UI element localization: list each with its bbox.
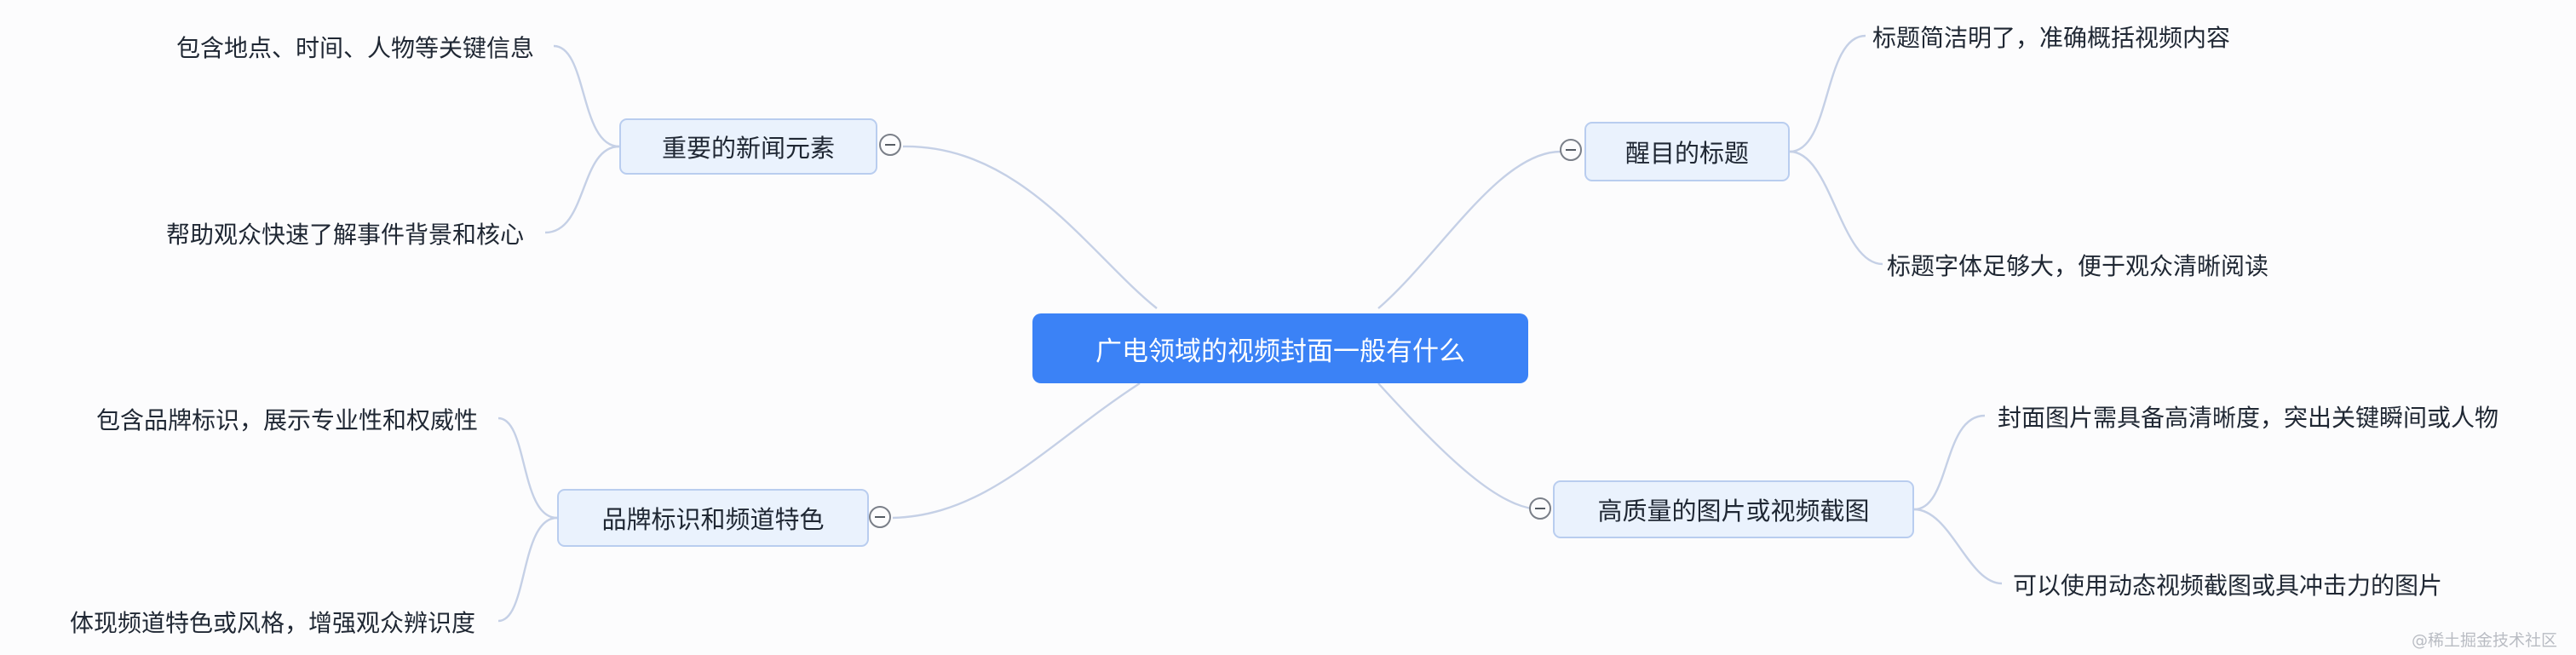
link-image-leaf-1 (1913, 414, 1986, 511)
link-news-leaf-1 (553, 44, 620, 148)
leaf-image-1[interactable]: 封面图片需具备高清晰度，突出关键瞬间或人物 (1998, 404, 2499, 432)
link-image-leaf-2 (1913, 508, 2003, 585)
central-topic[interactable]: 广电领域的视频封面一般有什么 (1032, 313, 1528, 383)
link-title-leaf-2 (1789, 150, 1883, 266)
branch-label: 品牌标识和频道特色 (601, 505, 825, 534)
watermark: @稀土掘金技术社区 (2411, 631, 2557, 650)
link-title-leaf-1 (1789, 34, 1866, 153)
link-brand-leaf-2 (497, 516, 558, 623)
link-center-news (902, 145, 1158, 309)
branch-label: 醒目的标题 (1624, 139, 1749, 168)
minus-circle-icon[interactable] (869, 506, 891, 528)
leaf-title-1[interactable]: 标题简洁明了，准确概括视频内容 (1872, 24, 2231, 52)
leaf-image-2[interactable]: 可以使用动态视频截图或具冲击力的图片 (2013, 572, 2443, 600)
branch-label: 高质量的图片或视频截图 (1597, 497, 1870, 526)
branch-high-quality-image[interactable]: 高质量的图片或视频截图 (1553, 480, 1914, 538)
branch-label: 重要的新闻元素 (661, 134, 835, 163)
branch-brand-identity[interactable]: 品牌标识和频道特色 (557, 489, 869, 547)
leaf-title-2[interactable]: 标题字体足够大，便于观众清晰阅读 (1887, 252, 2269, 280)
branch-news-elements[interactable]: 重要的新闻元素 (619, 118, 877, 175)
leaf-news-1[interactable]: 包含地点、时间、人物等关键信息 (175, 34, 534, 62)
leaf-brand-2[interactable]: 体现频道特色或风格，增强观众辨识度 (69, 609, 475, 637)
minus-circle-icon[interactable] (879, 134, 901, 156)
leaf-brand-1[interactable]: 包含品牌标识，展示专业性和权威性 (95, 406, 478, 434)
link-center-image (1377, 382, 1541, 511)
leaf-news-2[interactable]: 帮助观众快速了解事件背景和核心 (165, 221, 524, 249)
link-brand-leaf-1 (497, 417, 558, 520)
central-topic-label: 广电领域的视频封面一般有什么 (1095, 336, 1465, 367)
link-news-leaf-2 (544, 145, 620, 234)
link-center-title (1377, 150, 1561, 309)
link-center-brand (892, 382, 1141, 520)
branch-eye-catching-title[interactable]: 醒目的标题 (1584, 122, 1790, 181)
minus-circle-icon[interactable] (1560, 139, 1582, 161)
minus-circle-icon[interactable] (1529, 497, 1551, 520)
